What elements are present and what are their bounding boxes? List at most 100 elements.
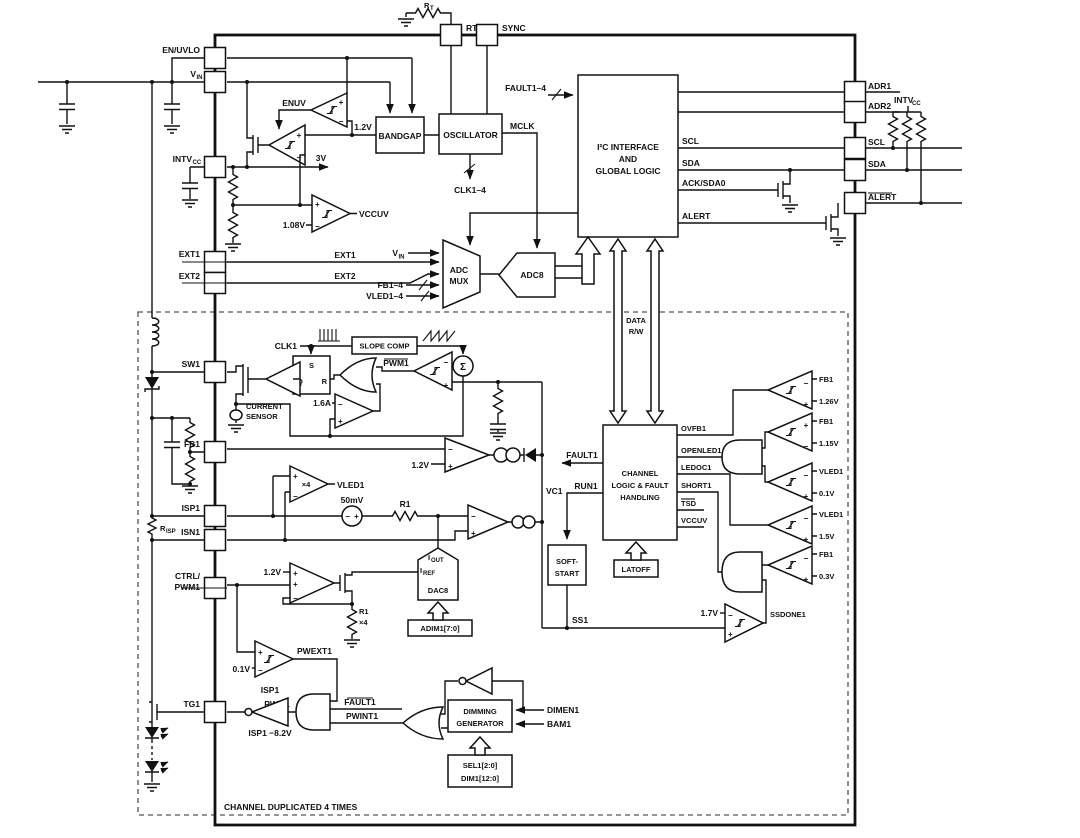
svg-text:−: − bbox=[804, 379, 809, 388]
ovfb1-label: OVFB1 bbox=[681, 424, 706, 433]
1v7-label: 1.7V bbox=[701, 608, 719, 618]
bandgap-block bbox=[375, 116, 425, 154]
svg-text:I²C INTERFACE: I²C INTERFACE bbox=[597, 142, 659, 152]
pin-label-ext1: EXT1 bbox=[179, 249, 201, 259]
svg-text:+: + bbox=[448, 462, 453, 471]
pwm-and-gate bbox=[295, 693, 331, 731]
sawtooth-glyph bbox=[422, 329, 456, 343]
svg-text:−: − bbox=[804, 471, 809, 480]
pin-sync bbox=[475, 23, 499, 47]
svg-text:+: + bbox=[804, 492, 809, 501]
svg-text:+: + bbox=[293, 472, 298, 481]
adc8-to-i2c-arrow bbox=[574, 235, 602, 285]
svg-text:1.26V: 1.26V bbox=[819, 397, 839, 406]
label-intvcc-pullup: INTV bbox=[894, 95, 914, 105]
svg-text:−: − bbox=[345, 512, 350, 521]
adim-arrow bbox=[426, 600, 450, 621]
svg-text:CC: CC bbox=[912, 101, 921, 107]
vccuv-divider-bottom bbox=[227, 209, 239, 241]
svg-text:+: + bbox=[354, 512, 359, 521]
pin-label-vin: V bbox=[190, 69, 196, 79]
vled1-out-label: VLED1 bbox=[337, 480, 365, 490]
ext2-wire-label: EXT2 bbox=[334, 271, 356, 281]
sda-int-label: SDA bbox=[682, 158, 700, 168]
pin-isn1 bbox=[203, 528, 227, 552]
label-sda: SDA bbox=[868, 159, 886, 169]
scl-int-label: SCL bbox=[682, 136, 699, 146]
ssdone-comparator: − + bbox=[724, 602, 765, 644]
vin-mux-label: V bbox=[392, 248, 398, 258]
svg-text:LATOFF: LATOFF bbox=[622, 565, 651, 574]
dimming-cluster: + − 0.1V PWEXT1 FAULT1 PWINT1 PWM1 ISP1 … bbox=[227, 585, 579, 788]
label-alert: ALERT bbox=[868, 192, 897, 202]
pwm-comparator: − + bbox=[412, 350, 453, 392]
svg-text:−: − bbox=[448, 445, 453, 454]
svg-text:+: + bbox=[804, 535, 809, 544]
fb-error-amp: − + bbox=[444, 436, 492, 474]
3v-label: 3V bbox=[316, 153, 327, 163]
svg-text:−: − bbox=[258, 666, 263, 675]
svg-text:CHANNEL: CHANNEL bbox=[622, 469, 659, 478]
svg-text:CURRENT: CURRENT bbox=[246, 402, 283, 411]
svg-text:+: + bbox=[728, 630, 733, 639]
openled-vled-comparator: − + VLED1 0.1V bbox=[766, 461, 843, 503]
svg-text:−: − bbox=[338, 400, 343, 409]
oscillator-block bbox=[438, 113, 503, 155]
pin-adr2 bbox=[843, 100, 867, 124]
sda-pullup-resistor bbox=[901, 113, 913, 145]
svg-text:SLOPE COMP: SLOPE COMP bbox=[359, 342, 409, 351]
vccuv-in-label: VCCUV bbox=[681, 516, 707, 525]
fb1-4-label: FB1–4 bbox=[377, 280, 403, 290]
svg-text:−: − bbox=[471, 512, 476, 521]
intvcc-capacitor bbox=[181, 182, 199, 190]
svg-text:+: + bbox=[338, 417, 343, 426]
svg-text:−: − bbox=[315, 222, 320, 231]
50mv-offset-source bbox=[341, 505, 363, 527]
enuv-label: ENUV bbox=[282, 98, 306, 108]
pin-rt bbox=[439, 23, 463, 47]
pin-adr1 bbox=[843, 80, 867, 104]
svg-text:−: − bbox=[293, 594, 298, 603]
short-and-gate bbox=[721, 551, 763, 593]
vin-capacitor bbox=[58, 103, 76, 111]
1a6-label: 1.6A bbox=[313, 398, 331, 408]
alert-int-label: ALERT bbox=[682, 211, 711, 221]
pwext-comparator: + − bbox=[254, 639, 295, 679]
bam1-label: BAM1 bbox=[547, 719, 571, 729]
svg-text:REF: REF bbox=[423, 571, 435, 577]
label-adr2: ADR2 bbox=[868, 101, 891, 111]
alert-nmos bbox=[820, 203, 847, 246]
svg-text:IN: IN bbox=[197, 75, 203, 81]
pwext1-label: PWEXT1 bbox=[297, 646, 332, 656]
vccuv-divider-top bbox=[227, 171, 239, 203]
current-sensor: CURRENT SENSOR bbox=[227, 402, 283, 433]
svg-text:×4: ×4 bbox=[302, 480, 311, 489]
fault1-4-label: FAULT1–4 bbox=[505, 83, 546, 93]
svg-text:−: − bbox=[293, 492, 298, 501]
boost-inductor bbox=[151, 317, 160, 347]
pin-label-en-uvlo: EN/UVLO bbox=[162, 45, 200, 55]
svg-text:0.1V: 0.1V bbox=[819, 489, 834, 498]
i2c-block bbox=[577, 74, 679, 238]
svg-text:LOGIC & FAULT: LOGIC & FAULT bbox=[612, 481, 669, 490]
svg-text:FB1: FB1 bbox=[819, 417, 833, 426]
openled1-label: OPENLED1 bbox=[681, 446, 721, 455]
svg-text:+: + bbox=[804, 421, 809, 430]
svg-text:ISP: ISP bbox=[166, 529, 176, 535]
svg-text:−: − bbox=[339, 117, 344, 126]
ledoc1-label: LEDOC1 bbox=[681, 463, 711, 472]
risp-sense-resistor bbox=[146, 516, 158, 540]
svg-text:−: − bbox=[804, 442, 809, 451]
svg-text:+: + bbox=[293, 580, 298, 589]
pin-vin bbox=[203, 70, 227, 94]
svg-text:OUT: OUT bbox=[431, 558, 444, 564]
adc-cluster: ADC MUX V IN EXT1 EXT2 FB1–4 VLED1–4 ADC… bbox=[227, 235, 602, 310]
svg-text:R/W: R/W bbox=[629, 327, 645, 336]
pin-alert bbox=[843, 191, 867, 215]
iref-label: I bbox=[420, 566, 422, 575]
risp-label: R bbox=[160, 524, 166, 533]
svg-text:+: + bbox=[339, 98, 344, 107]
ldo-amplifier: + − bbox=[267, 123, 306, 167]
pin-label-rt: RT bbox=[466, 23, 478, 33]
